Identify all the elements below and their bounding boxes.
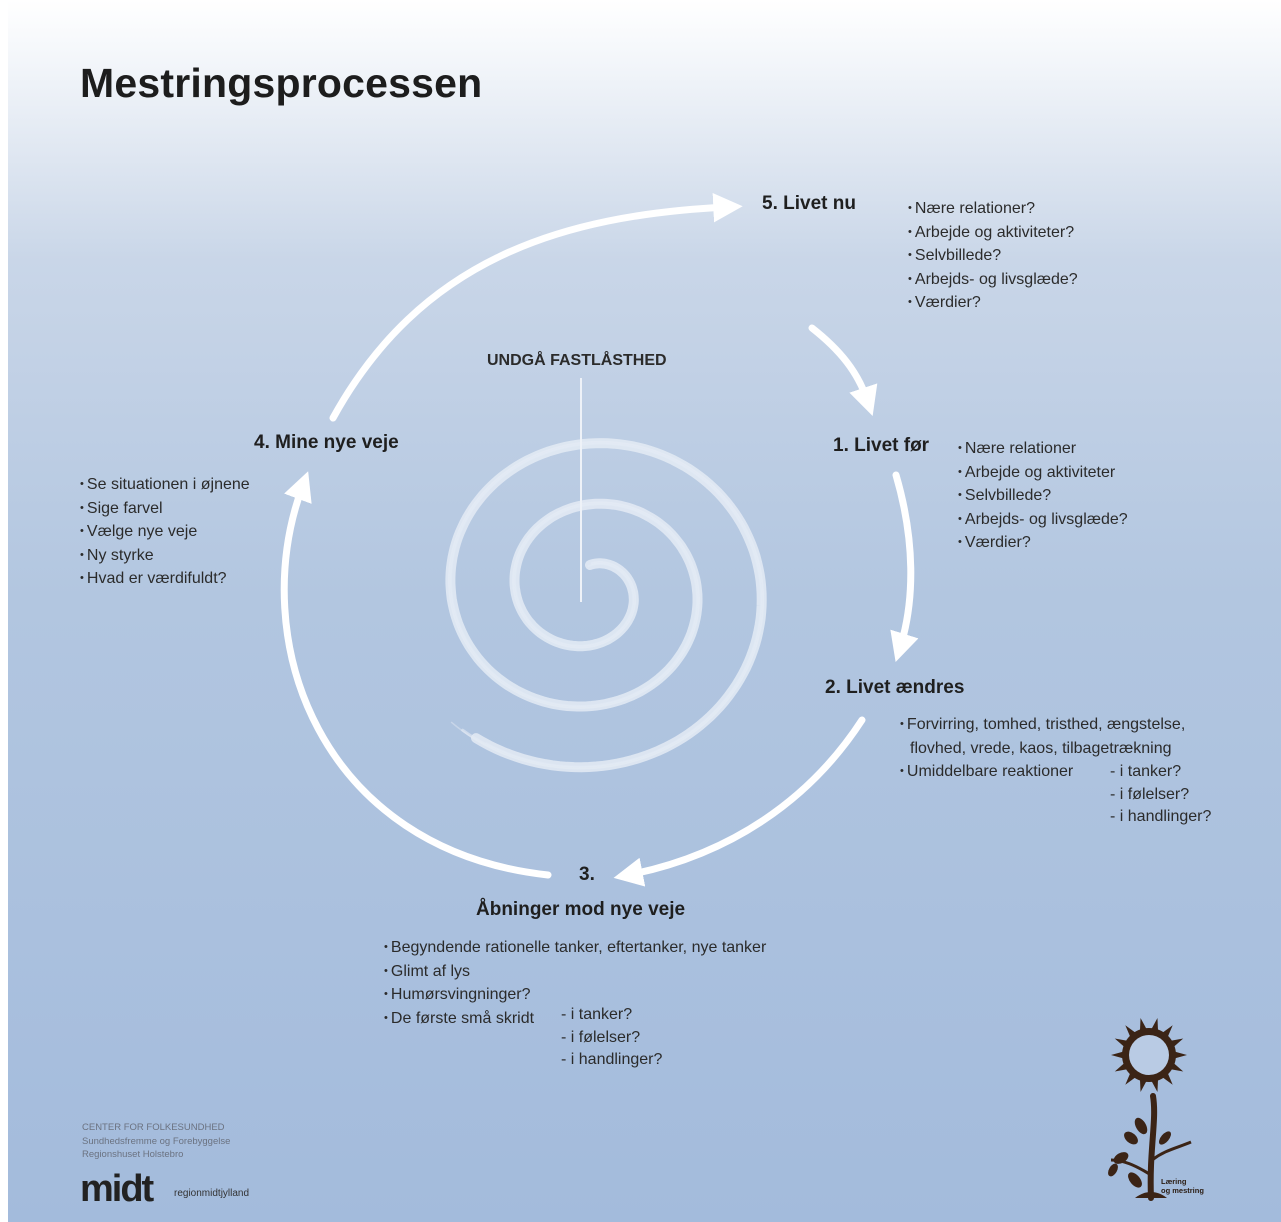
sun-ray	[1151, 1079, 1159, 1093]
center-label: UNDGÅ FASTLÅSTHED	[487, 352, 667, 369]
org-line: Sundhedsfremme og Forebyggelse	[82, 1135, 231, 1147]
sun-ray	[1174, 1051, 1187, 1059]
step-3-sublist: i tanker? i følelser? i handlinger?	[561, 1004, 663, 1072]
step-2-list: Forvirring, tomhed, tristhed, ængstelse,…	[900, 713, 1185, 784]
list-item: Umiddelbare reaktioner	[900, 760, 1185, 784]
spiral-stroke	[448, 440, 765, 770]
step-2-label: 2. Livet ændres	[825, 677, 965, 698]
step-5-list: Nære relationer? Arbejde og aktiviteter?…	[908, 197, 1078, 315]
step-2-sublist: i tanker? i følelser? i handlinger?	[1110, 761, 1212, 829]
list-item: De første små skridt	[384, 1007, 766, 1031]
region-name: regionmidtjylland	[174, 1188, 250, 1199]
logo-text-line: Læring	[1161, 1177, 1187, 1186]
page-title: Mestringsprocessen	[80, 60, 483, 106]
step-3-number: 3.	[579, 864, 595, 885]
sub-item: i handlinger?	[561, 1049, 663, 1072]
sun-ray	[1111, 1051, 1124, 1059]
list-item: Forvirring, tomhed, tristhed, ængstelse,	[900, 713, 1185, 737]
list-item: Værdier?	[908, 291, 1078, 315]
arrow-4-to-5	[329, 193, 743, 422]
list-item: Værdier?	[958, 531, 1128, 555]
step-3-label: Åbninger mod nye veje	[476, 899, 686, 920]
midt-logo: midt	[80, 1168, 154, 1210]
sun-ray	[1139, 1017, 1147, 1031]
step-4-list: Se situationen i øjnene Sige farvel Vælg…	[80, 473, 250, 591]
sun-flower-icon	[1108, 1017, 1192, 1201]
list-item: Ny styrke	[80, 544, 250, 568]
sub-item: i følelser?	[1110, 784, 1211, 807]
list-item: Se situationen i øjnene	[80, 473, 250, 497]
spiral-stroke	[448, 440, 765, 770]
sub-item: i følelser?	[561, 1027, 662, 1050]
list-item: Arbejds- og livsglæde?	[908, 268, 1078, 292]
list-item: Sige farvel	[80, 497, 250, 521]
footer-organization: CENTER FOR FOLKESUNDHED Sundhedsfremme o…	[82, 1121, 230, 1162]
arrow-3-to-4	[280, 471, 552, 879]
laering-logo-text: Læring og mestring	[1161, 1177, 1204, 1195]
list-item: Glimt af lys	[384, 960, 766, 984]
list-item: Arbejde og aktiviteter?	[908, 221, 1078, 245]
list-item: Hvad er værdifuldt?	[80, 567, 250, 591]
step-4-label: 4. Mine nye veje	[254, 432, 399, 453]
list-item: Vælge nye veje	[80, 520, 250, 544]
list-item: Humørsvingninger?	[384, 983, 766, 1007]
list-item: Begyndende rationelle tanker, eftertanke…	[384, 936, 766, 960]
sub-item: i handlinger?	[1110, 806, 1212, 829]
org-line: CENTER FOR FOLKESUNDHED	[82, 1122, 225, 1133]
arrow-1-to-2	[890, 471, 919, 663]
sub-item: i tanker?	[561, 1004, 662, 1027]
list-item: Selvbillede?	[958, 484, 1128, 508]
logo-text-line: og mestring	[1161, 1185, 1204, 1195]
list-item: Arbejde og aktiviteter	[958, 461, 1128, 485]
list-item: Nære relationer?	[908, 197, 1078, 221]
step-1-label: 1. Livet før	[833, 435, 930, 456]
sub-item: i tanker?	[1110, 761, 1211, 784]
sun-ray	[1151, 1017, 1159, 1031]
list-item-continued: flovhed, vrede, kaos, tilbagetrækning	[910, 739, 1172, 757]
sun-ray	[1139, 1079, 1147, 1093]
spiral-stroke	[450, 442, 763, 768]
list-item: Nære relationer	[958, 437, 1128, 461]
list-item: Selvbillede?	[908, 244, 1078, 268]
step-5-label: 5. Livet nu	[762, 193, 856, 214]
list-item: Arbejds- og livsglæde?	[958, 508, 1128, 532]
org-line: Regionshuset Holstebro	[82, 1149, 184, 1160]
arrow-2-to-3	[613, 716, 866, 887]
step-3-list: Begyndende rationelle tanker, eftertanke…	[384, 936, 766, 1030]
arrow-5-to-1	[808, 324, 878, 416]
step-1-list: Nære relationer Arbejde og aktiviteter S…	[958, 437, 1128, 555]
